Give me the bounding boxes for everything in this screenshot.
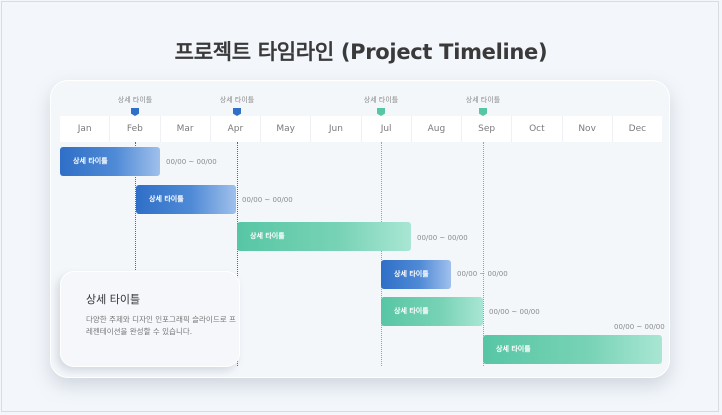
month-label: Jun [310, 116, 360, 142]
timeline-bar-1[interactable]: 상세 타이틀 [60, 147, 160, 176]
month-label: Dec [611, 116, 662, 142]
month-header: Jan Feb Mar Apr May Jun Jul Aug Sep Oct … [60, 116, 662, 142]
timeline-bar-2[interactable]: 상세 타이틀 [136, 185, 236, 214]
month-label: Aug [410, 116, 461, 142]
month-label: Oct [511, 116, 561, 142]
bar-date: 00/00 ~ 00/00 [417, 234, 468, 242]
milestone-flag-icon [131, 108, 139, 116]
bar-date: 00/00 ~ 00/00 [489, 308, 540, 316]
month-label: Apr [209, 116, 260, 142]
month-label: Feb [109, 116, 159, 142]
month-label: Nov [561, 116, 612, 142]
milestone-line [237, 142, 238, 366]
month-label: May [260, 116, 310, 142]
bar-date: 00/00 ~ 00/00 [614, 323, 665, 331]
bar-date: 00/00 ~ 00/00 [457, 270, 508, 278]
month-label: Jul [360, 116, 411, 142]
info-description: 다양한 주제와 디자인 인포그래픽 슬라이드로 프레젠테이션을 완성할 수 있습… [86, 315, 236, 336]
milestone-line [135, 142, 136, 270]
timeline-bar-4[interactable]: 상세 타이틀 [381, 260, 451, 289]
bar-date: 00/00 ~ 00/00 [242, 196, 293, 204]
milestone-marker-4: 상세 타이틀 [453, 95, 513, 116]
timeline-bar-3[interactable]: 상세 타이틀 [237, 222, 411, 251]
milestone-marker-1: 상세 타이틀 [105, 95, 165, 116]
milestone-flag-icon [377, 108, 385, 116]
info-card: 상세 타이틀 다양한 주제와 디자인 인포그래픽 슬라이드로 프레젠테이션을 완… [60, 271, 240, 367]
timeline-bar-6[interactable]: 상세 타이틀 [483, 335, 662, 364]
milestone-label: 상세 타이틀 [219, 96, 255, 104]
milestone-label: 상세 타이틀 [363, 96, 399, 104]
timeline-bar-5[interactable]: 상세 타이틀 [381, 297, 483, 326]
month-label: Sep [461, 116, 511, 142]
milestone-flag-icon [233, 108, 241, 116]
milestone-line [381, 142, 382, 366]
milestone-flag-icon [479, 108, 487, 116]
page-title: 프로젝트 타임라인 (Project Timeline) [174, 40, 548, 64]
month-label: Jan [77, 124, 92, 134]
bar-date: 00/00 ~ 00/00 [166, 158, 217, 166]
month-label: Mar [159, 116, 210, 142]
milestone-marker-2: 상세 타이틀 [207, 95, 267, 116]
milestone-label: 상세 타이틀 [117, 96, 153, 104]
info-heading: 상세 타이틀 [86, 293, 141, 306]
milestone-line [483, 142, 484, 366]
milestone-label: 상세 타이틀 [465, 96, 501, 104]
milestone-marker-3: 상세 타이틀 [351, 95, 411, 116]
